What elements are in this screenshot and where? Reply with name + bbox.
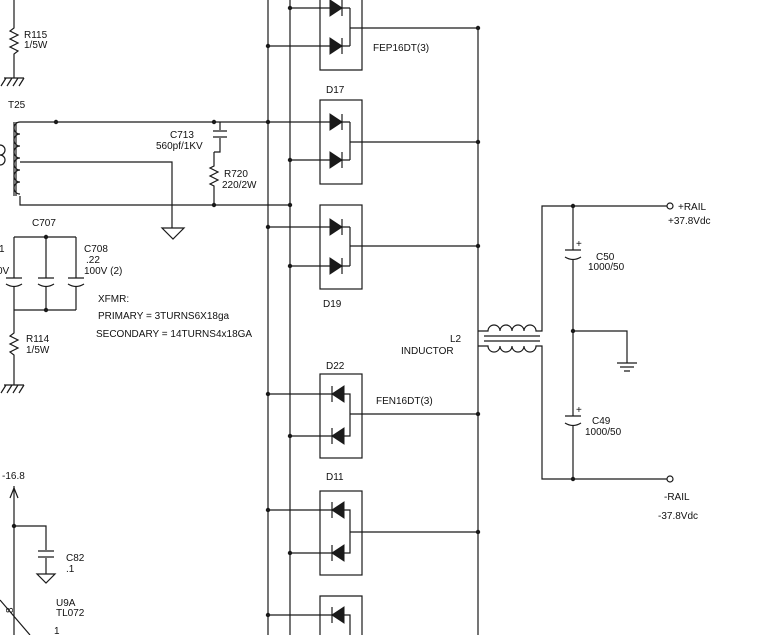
diode-pack-bottom: [268, 595, 363, 635]
inductor-l2: [478, 205, 668, 480]
diode-pack-d22: [268, 373, 478, 459]
c708-value1: .22: [86, 255, 100, 266]
c82-value: .1: [66, 564, 75, 575]
capacitor-c50: [564, 206, 582, 331]
l2-value: INDUCTOR: [401, 346, 454, 357]
rail-pos-voltage: +37.8Vdc: [668, 216, 711, 227]
diode-pack-d11: [268, 490, 478, 576]
r115-value: 1/5W: [24, 40, 48, 51]
u9a-ref: U9A: [56, 598, 76, 609]
c50-value: 1000/50: [588, 262, 625, 273]
rail-neg-voltage: -37.8Vdc: [658, 511, 698, 522]
rail-neg-name: -RAIL: [664, 492, 690, 503]
u9a-pin1: 1: [54, 626, 60, 635]
rail-neg-terminal: [666, 475, 674, 483]
u9a-supply-and-c82: [0, 486, 57, 635]
resistor-r115: [0, 0, 25, 87]
left-partial-one: 1: [0, 244, 5, 255]
c49-ref: C49: [592, 416, 611, 427]
capacitor-c49: [564, 331, 582, 479]
diode-pack-d17: [268, 99, 478, 185]
diode-pack-fep16dt: [268, 0, 478, 71]
transformer-t25: [0, 121, 290, 240]
r114-value: 1/5W: [26, 345, 50, 356]
c49-value: 1000/50: [585, 427, 622, 438]
capacitor-c713: [213, 122, 227, 153]
rail-pos-terminal: [666, 202, 674, 210]
d17-ref: D17: [326, 85, 345, 96]
rail-pos-name: +RAIL: [678, 202, 707, 213]
u9a-pin8: 8: [5, 607, 16, 613]
t25-ref: T25: [8, 100, 26, 111]
u9a-part: TL072: [56, 608, 85, 619]
fep16dt-label: FEP16DT(3): [373, 43, 429, 54]
resistor-r114: [0, 315, 25, 394]
c82-ref: C82: [66, 553, 85, 564]
d11-ref: D11: [326, 472, 344, 483]
c708-ref: C708: [84, 244, 108, 255]
r114-ref: R114: [26, 334, 50, 345]
c707-ref: C707: [32, 218, 56, 229]
xfmr-primary: PRIMARY = 3TURNS6X18ga: [98, 311, 230, 322]
diode-pack-d19: [268, 204, 478, 290]
neg-16-8-label: -16.8: [2, 471, 25, 482]
r720-value: 220/2W: [222, 180, 257, 191]
fen16dt-label: FEN16DT(3): [376, 396, 433, 407]
c713-value: 560pf/1KV: [156, 141, 203, 152]
d19-ref: D19: [323, 299, 342, 310]
c713-ref: C713: [170, 130, 194, 141]
d22-ref: D22: [326, 361, 345, 372]
l2-ref: L2: [450, 334, 462, 345]
c49-polarity: +: [576, 405, 582, 416]
xfmr-title: XFMR:: [98, 294, 129, 305]
c708-value2: 100V (2): [84, 266, 122, 277]
left-partial-voltage: 0V: [0, 266, 10, 277]
ground-symbol: [573, 330, 637, 372]
capacitor-bank-c707-c708: [5, 236, 85, 315]
c50-polarity: +: [576, 239, 582, 250]
resistor-r720: [208, 152, 220, 205]
c50-ref: C50: [596, 252, 615, 263]
xfmr-secondary: SECONDARY = 14TURNS4x18GA: [96, 329, 252, 340]
r115-ref: R115: [24, 30, 48, 41]
r720-ref: R720: [224, 169, 248, 180]
